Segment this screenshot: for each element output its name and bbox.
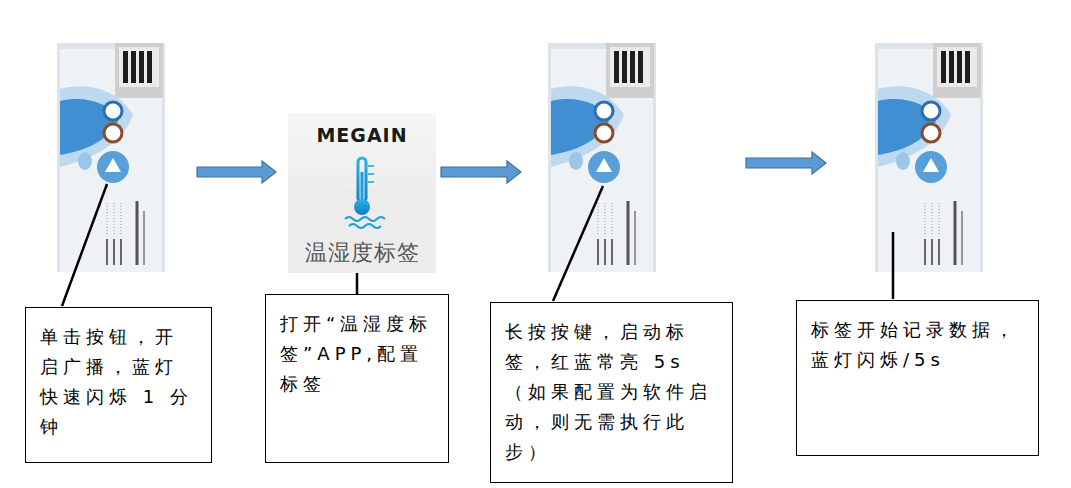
app-name: 温湿度标签 — [288, 239, 436, 267]
leader-line — [62, 184, 107, 306]
logger-photo — [875, 43, 983, 272]
water-wave — [349, 224, 381, 228]
step-text: 长按按键，启动标签，红蓝常亮 5s（如果配置为软件启动，则无需执行此步） — [505, 317, 718, 467]
step-text: 单击按钮，开启广播，蓝灯快速闪烁 1 分钟 — [40, 322, 197, 442]
step-text: 标签开始记录数据，蓝灯闪烁/5s — [811, 315, 1024, 375]
app-icon — [288, 113, 436, 273]
flow-arrow — [746, 152, 826, 174]
step-box: 打开“温湿度标签”APP,配置标签 — [265, 294, 449, 463]
thermometer-tick — [368, 165, 374, 167]
step-box: 单击按钮，开启广播，蓝灯快速闪烁 1 分钟 — [25, 307, 212, 463]
leader-line — [553, 186, 603, 301]
flow-arrow — [441, 161, 521, 183]
thermometer-bulb — [354, 199, 370, 215]
flow-arrow — [197, 161, 276, 183]
thermometer-tick — [368, 181, 374, 183]
step-box: 长按按键，启动标签，红蓝常亮 5s（如果配置为软件启动，则无需执行此步） — [490, 302, 733, 483]
app-icon-sheen — [288, 189, 436, 273]
logger-photo — [57, 43, 165, 272]
logger-photo — [548, 43, 656, 272]
step-text: 打开“温湿度标签”APP,配置标签 — [280, 309, 434, 399]
step-box: 标签开始记录数据，蓝灯闪烁/5s — [796, 300, 1039, 456]
app-icon-node: MEGAIN 温湿度标签 — [288, 113, 436, 273]
water-wave — [345, 217, 385, 221]
leader-line — [356, 273, 359, 294]
logo-text: MEGAIN — [288, 123, 436, 147]
leader-line — [892, 232, 895, 299]
thermometer-tick — [368, 173, 374, 175]
